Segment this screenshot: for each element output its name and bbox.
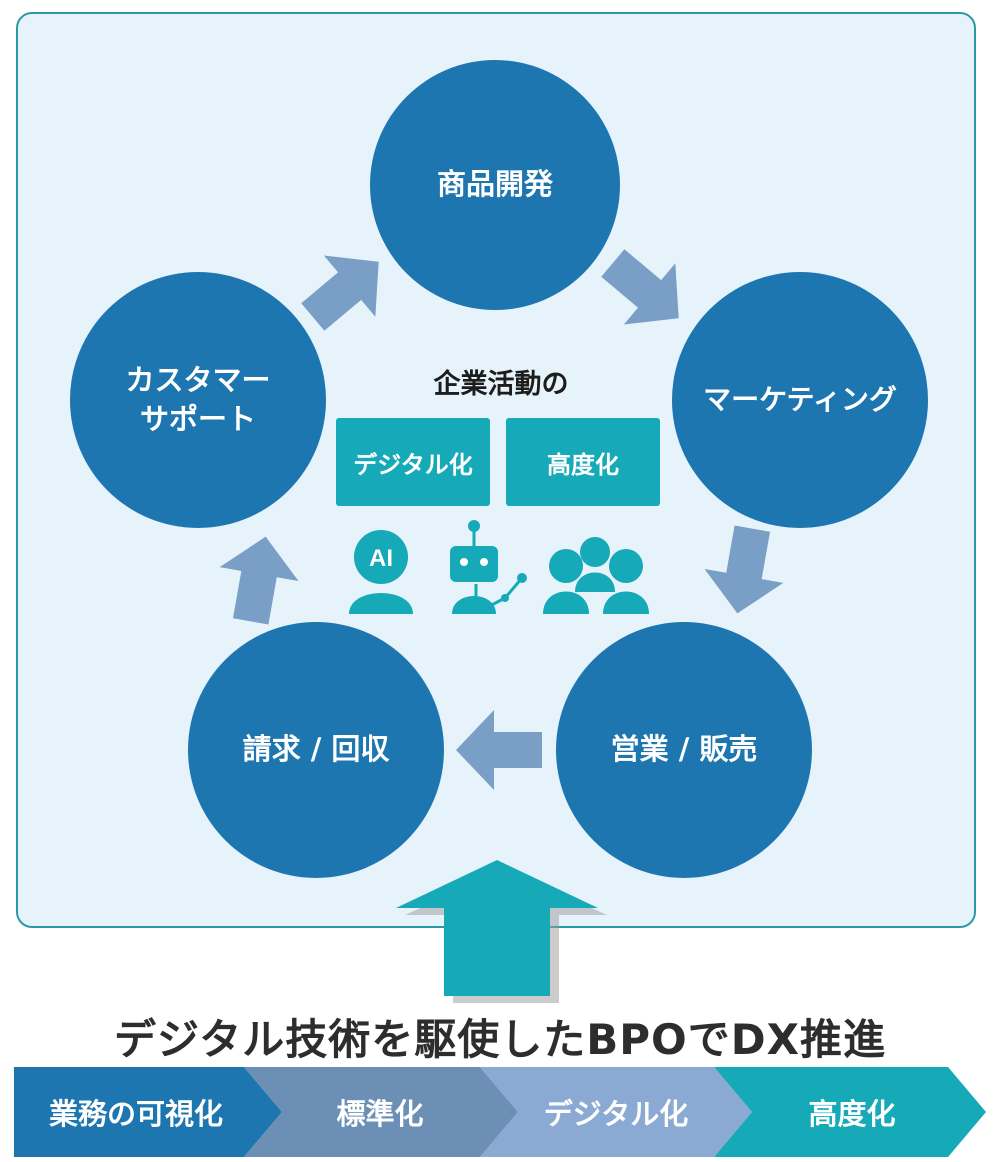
arrow-product-to-marketing bbox=[601, 249, 679, 325]
node-billing: 請求 / 回収 bbox=[188, 622, 444, 878]
stage-label-2: 標準化 bbox=[336, 1097, 423, 1131]
ai-person-icon bbox=[349, 530, 413, 614]
stage-label-4: 高度化 bbox=[808, 1097, 895, 1131]
node-marketing-label: マーケティング bbox=[703, 383, 897, 417]
tag-digitalization: デジタル化 bbox=[336, 418, 490, 506]
node-product-dev: 商品開発 bbox=[370, 60, 620, 310]
people-group-icon bbox=[543, 537, 649, 614]
center-title: 企業活動の bbox=[433, 369, 569, 400]
arrow-sales-to-billing bbox=[456, 710, 542, 790]
ai-label: AI bbox=[369, 545, 393, 572]
robot-icon bbox=[450, 520, 527, 614]
arrow-marketing-to-sales bbox=[704, 525, 784, 614]
arrow-billing-to-support bbox=[219, 536, 299, 625]
stage-label-1: 業務の可視化 bbox=[49, 1097, 223, 1131]
stage-bar: 業務の可視化 標準化 デジタル化 高度化 bbox=[14, 1067, 986, 1157]
node-sales-label: 営業 / 販売 bbox=[610, 732, 758, 767]
node-sales: 営業 / 販売 bbox=[556, 622, 812, 878]
arrow-support-to-product bbox=[301, 255, 379, 331]
node-product-dev-label: 商品開発 bbox=[436, 167, 553, 202]
stage-2 bbox=[244, 1067, 518, 1157]
stage-4 bbox=[714, 1067, 986, 1157]
node-support-label-1: カスタマー bbox=[125, 362, 271, 397]
stage-3 bbox=[480, 1067, 752, 1157]
stage-1 bbox=[14, 1067, 282, 1157]
stage-label-3: デジタル化 bbox=[544, 1097, 688, 1131]
tag-advancement: 高度化 bbox=[506, 418, 660, 506]
node-billing-label: 請求 / 回収 bbox=[242, 732, 390, 767]
big-up-arrow bbox=[396, 860, 607, 1003]
node-support-label-2: サポート bbox=[139, 402, 256, 436]
node-customer-support: カスタマー サポート bbox=[70, 272, 326, 528]
main-title: デジタル技術を駆使したBPOでDX推進 bbox=[114, 1015, 886, 1064]
node-marketing: マーケティング bbox=[672, 272, 928, 528]
